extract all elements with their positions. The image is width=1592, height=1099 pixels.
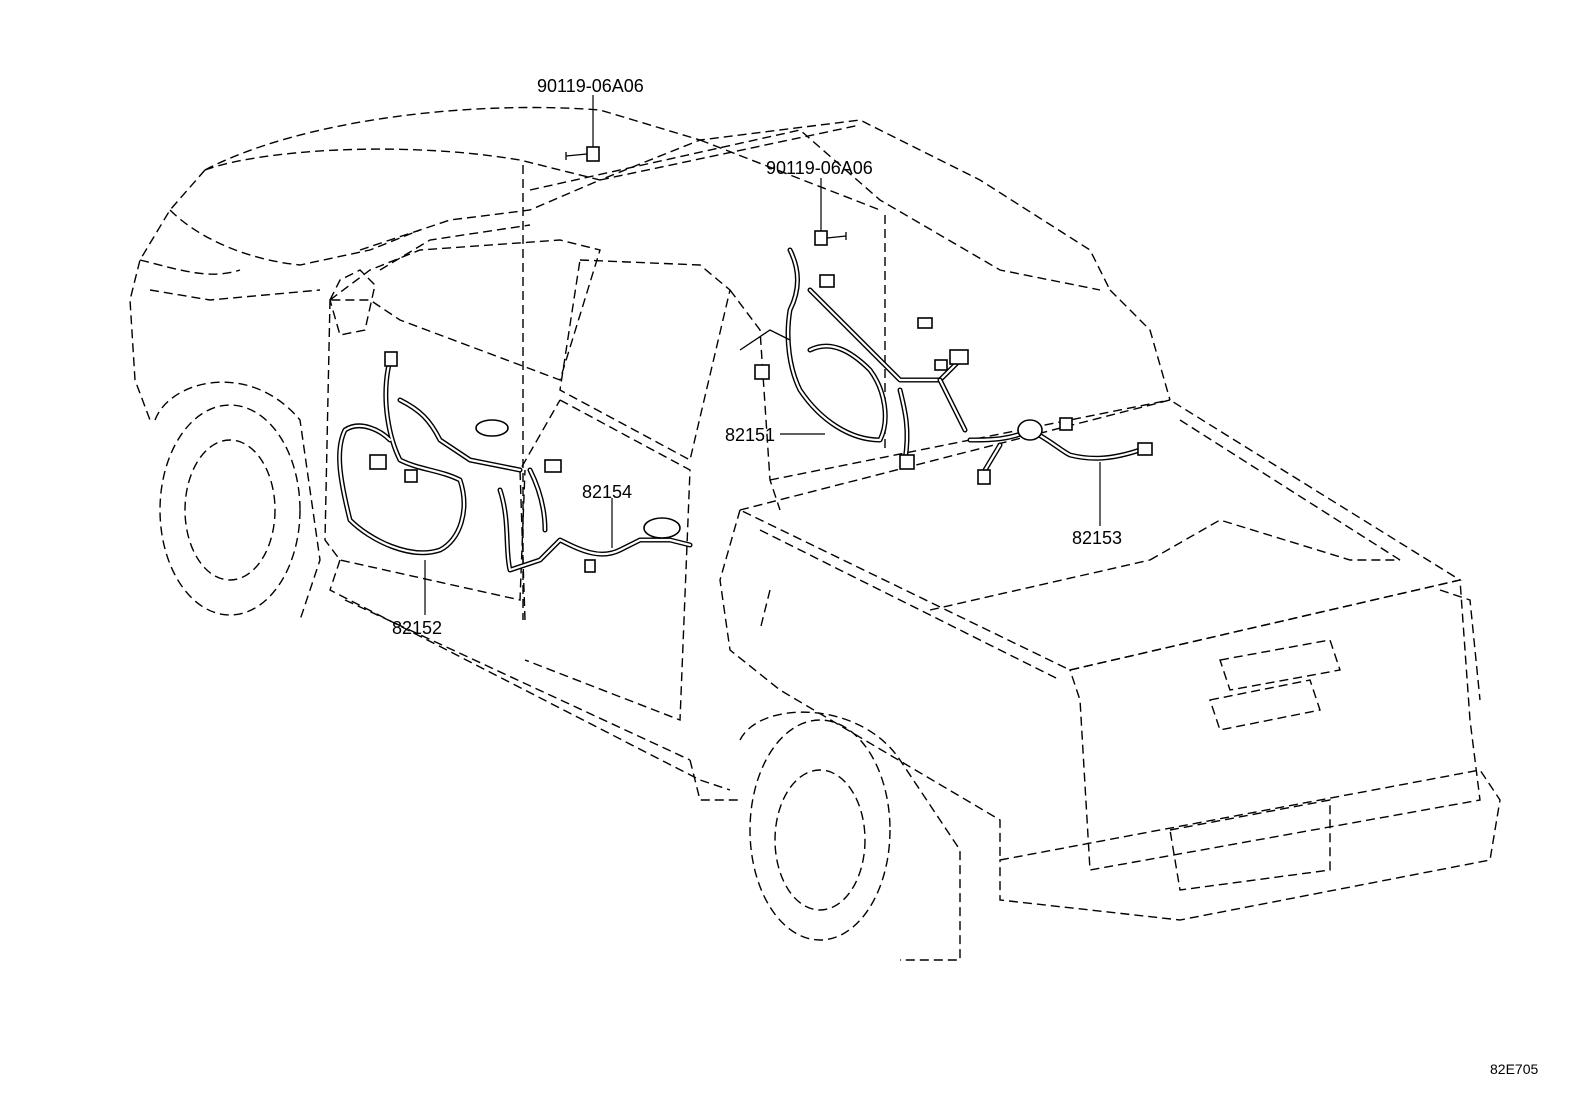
callout-bolt-2: 90119-06A06 (766, 158, 873, 178)
connector-icon (754, 364, 770, 380)
connector-icon (949, 349, 969, 365)
harness-82154 (475, 419, 693, 573)
harness-82153 (967, 417, 1153, 485)
connector-icon (819, 274, 835, 288)
vehicle-outline (129, 106, 1501, 961)
diagram-id: 82E705 (1490, 1061, 1538, 1077)
connector-icon (1059, 417, 1073, 431)
leader-lines (424, 95, 1101, 615)
connector-icon (584, 559, 596, 573)
callout-82151: 82151 (725, 425, 775, 445)
bolt-2-icon (814, 230, 847, 246)
callout-82152: 82152 (392, 618, 442, 638)
connector-icon (404, 469, 418, 483)
harness-82152 (337, 351, 523, 556)
connector-icon (384, 351, 398, 367)
switch-icon (643, 517, 681, 539)
connector-icon (917, 317, 933, 329)
handle-icon (475, 419, 509, 437)
callout-bolt-1: 90119-06A06 (537, 76, 644, 96)
callout-82153: 82153 (1072, 528, 1122, 548)
connector-icon (369, 454, 387, 470)
connector-icon (977, 469, 991, 485)
callout-82154: 82154 (582, 482, 632, 502)
grommet-icon (1017, 419, 1043, 441)
harness-82151 (739, 247, 969, 470)
connector-icon (544, 459, 562, 473)
connector-icon (1137, 442, 1153, 456)
bolt-1-icon (565, 146, 600, 162)
connector-icon (899, 454, 915, 470)
connector-icon (934, 359, 948, 371)
